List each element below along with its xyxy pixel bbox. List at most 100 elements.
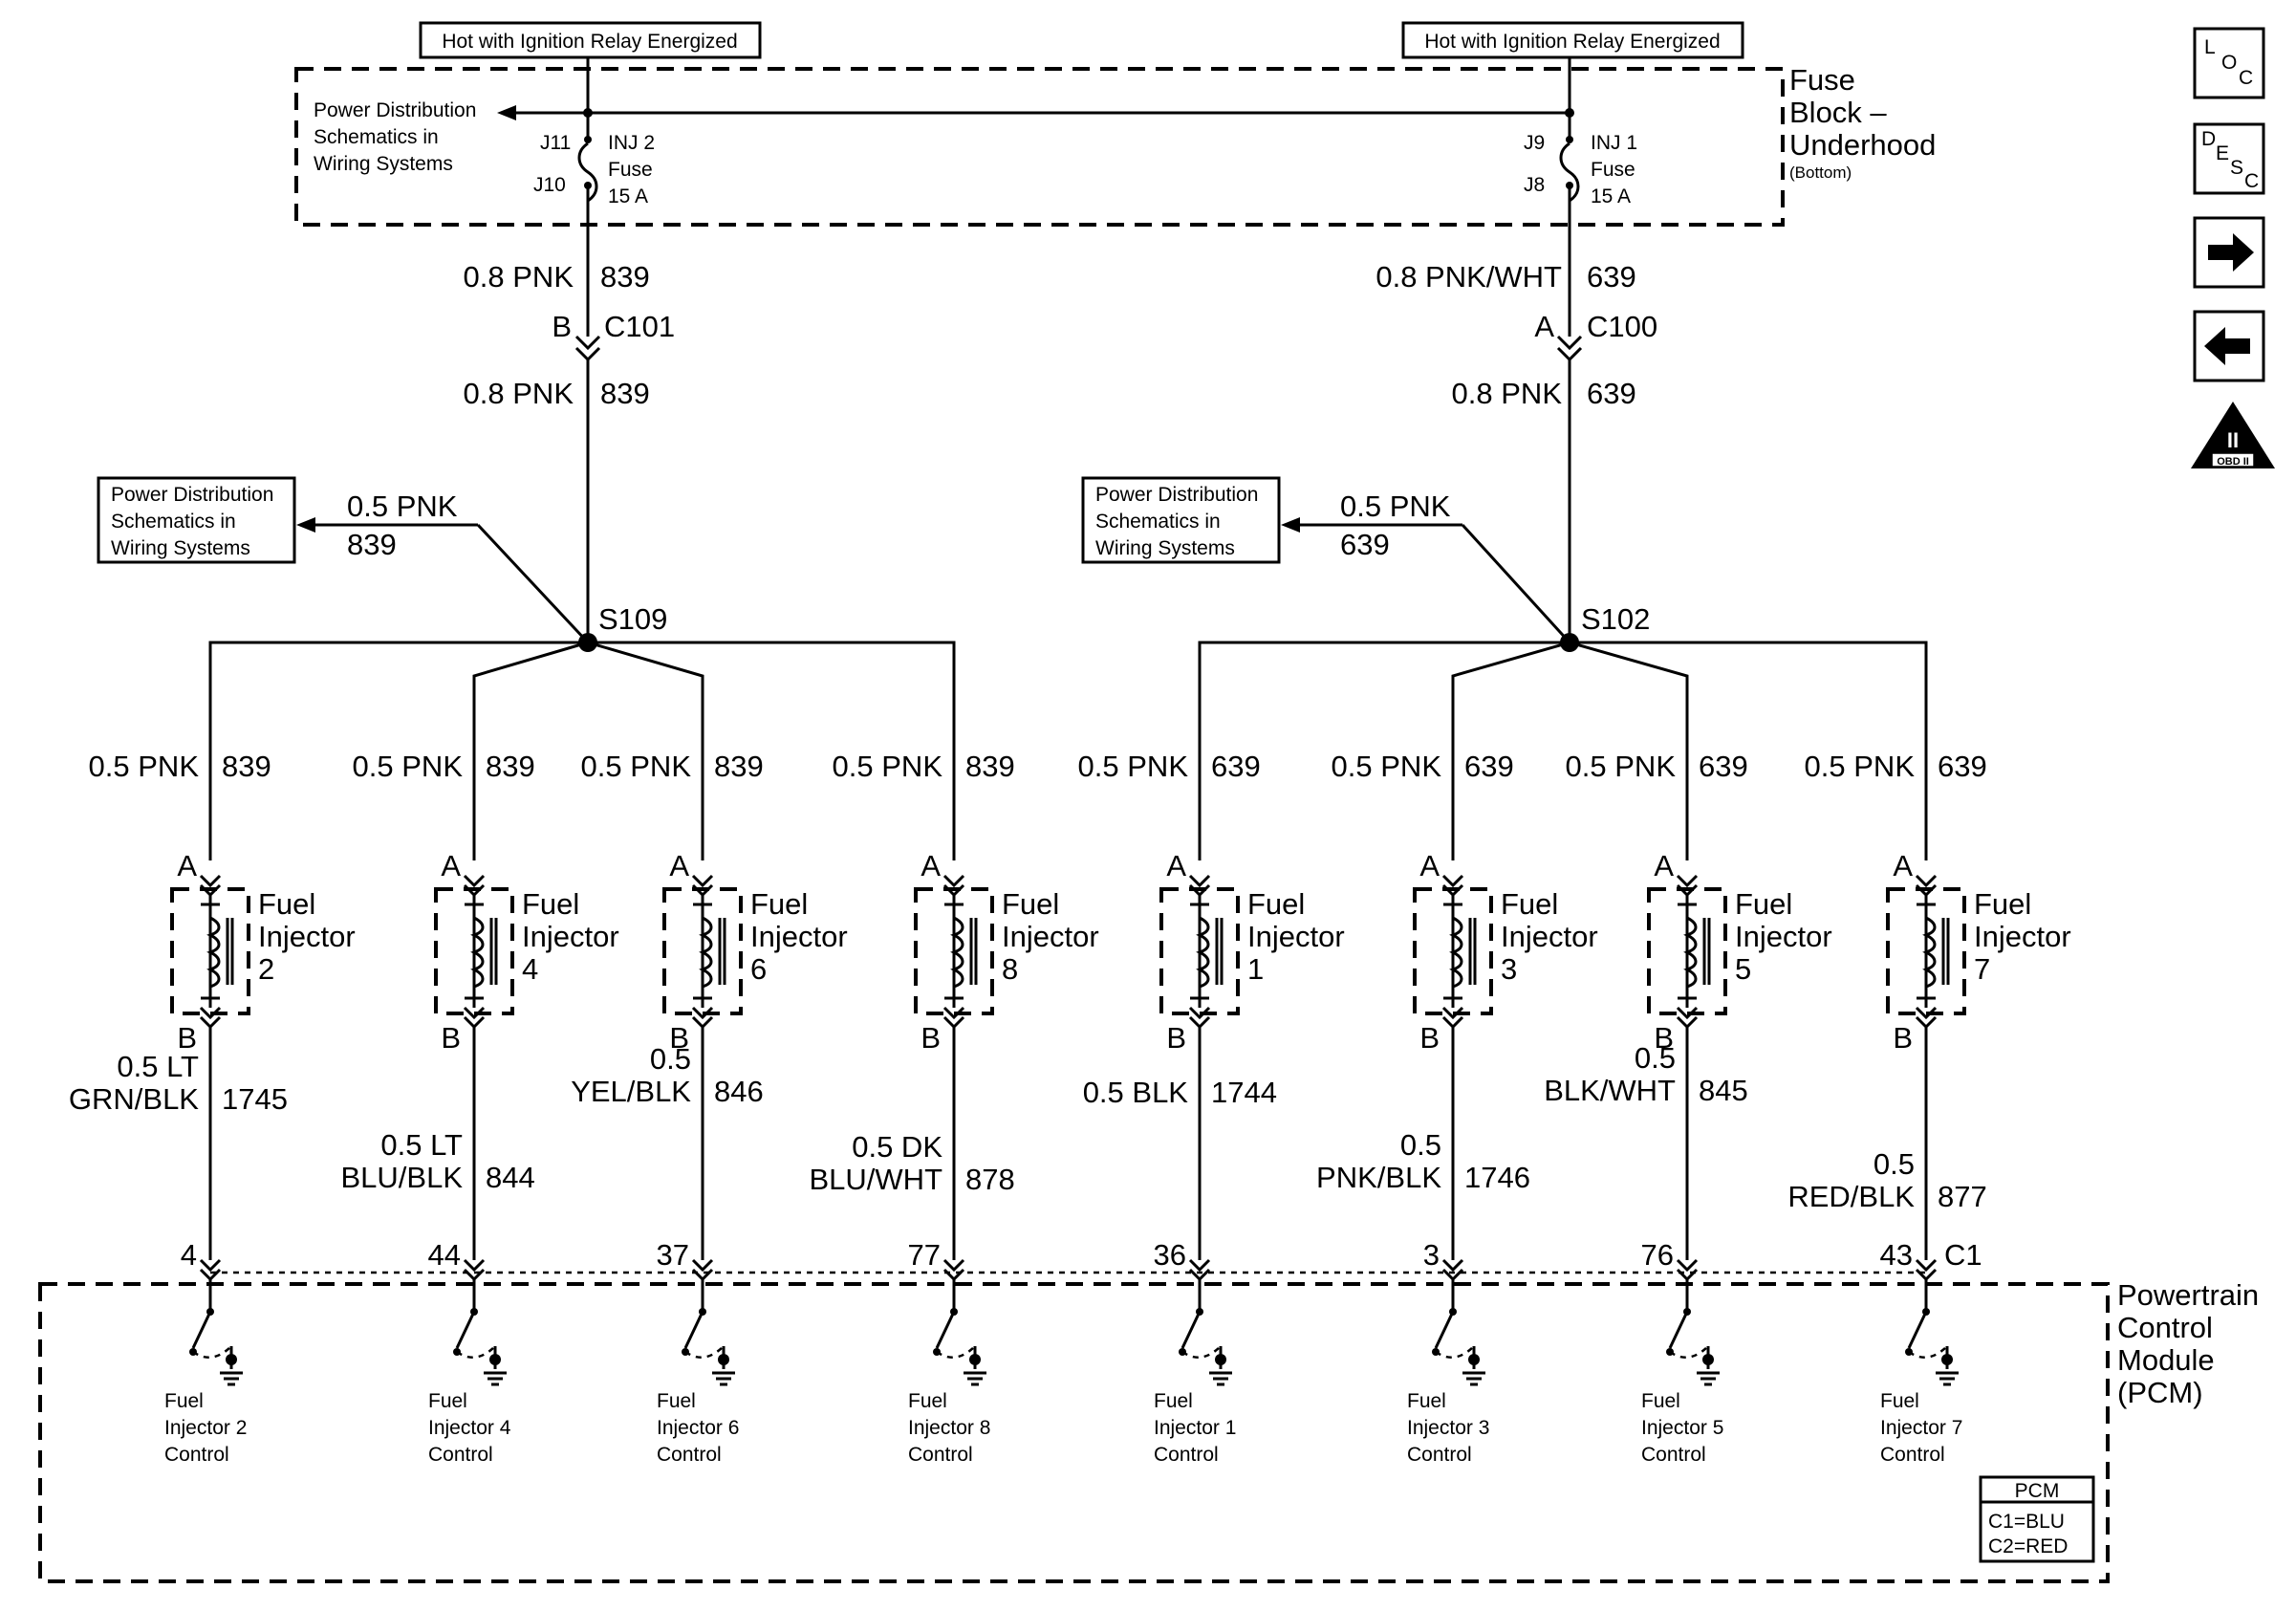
injector-connector-outline — [1159, 887, 1240, 1015]
injector-connector-outline — [1413, 887, 1493, 1015]
svg-text:J10: J10 — [533, 174, 566, 196]
supply-wire-label: 0.5 PNK — [1078, 750, 1189, 783]
pin-b-label: B — [669, 1021, 689, 1055]
output-wire-label-2: 0.5 BLK — [1083, 1076, 1189, 1109]
coil-icon — [699, 916, 713, 989]
control-label-2: Injector 3 — [1407, 1417, 1489, 1439]
supply-circuit-label: 639 — [1699, 750, 1748, 783]
fuse-block-subtitle: (Bottom) — [1789, 163, 1852, 182]
control-label-1: Fuel — [1641, 1390, 1680, 1412]
next-page-button[interactable] — [2193, 216, 2265, 289]
svg-text:15 A: 15 A — [1591, 185, 1631, 207]
arrow-left-icon — [497, 105, 516, 120]
supply-circuit-label: 639 — [1211, 750, 1261, 783]
pin-b-label: B — [1419, 1021, 1440, 1055]
pcm-title-2: Control — [2117, 1311, 2213, 1344]
svg-text:A: A — [1534, 310, 1554, 343]
previous-page-button[interactable] — [2193, 310, 2265, 382]
svg-text:J9: J9 — [1524, 132, 1545, 154]
output-circuit-label: 1745 — [222, 1082, 288, 1116]
injector-number: 5 — [1735, 952, 1751, 986]
pd-text-3: Wiring Systems — [314, 153, 453, 175]
injector-name-1: Fuel — [1735, 887, 1792, 921]
fuse-block-title-2: Block – — [1789, 96, 1887, 129]
injector-connector-outline — [914, 887, 994, 1015]
pcm-pin-label: 3 — [1423, 1238, 1440, 1272]
svg-text:639: 639 — [1587, 260, 1636, 294]
svg-text:INJ 1: INJ 1 — [1591, 132, 1637, 154]
driver-switch-icon — [1666, 1279, 1720, 1386]
output-wire-label-1: 0.5 — [1400, 1128, 1441, 1162]
injector-number: 3 — [1501, 952, 1517, 986]
pcm-pin-label: 37 — [657, 1238, 689, 1272]
svg-text:Power Distribution: Power Distribution — [111, 484, 273, 506]
control-label-2: Injector 5 — [1641, 1417, 1723, 1439]
driver-switch-icon — [682, 1279, 735, 1386]
injector-number: 1 — [1247, 952, 1264, 986]
pcm-pin-label: 36 — [1154, 1238, 1186, 1272]
pin-a-label: A — [441, 849, 461, 882]
relay-label-right: Hot with Ignition Relay Energized — [1401, 21, 1744, 59]
injector-name-2: Injector — [1735, 920, 1832, 953]
location-button[interactable]: L O C — [2193, 27, 2265, 99]
output-wire-label-2: PNK/BLK — [1316, 1161, 1441, 1194]
injector-name-2: Injector — [750, 920, 848, 953]
description-button[interactable]: D E S C — [2193, 122, 2265, 195]
svg-text:0.8 PNK: 0.8 PNK — [1452, 377, 1563, 410]
relay-label-left: Hot with Ignition Relay Energized — [419, 21, 762, 59]
coil-icon — [1196, 916, 1210, 989]
pcm-title-1: Powertrain — [2117, 1278, 2259, 1312]
output-circuit-label: 846 — [714, 1075, 764, 1108]
svg-text:Schematics in: Schematics in — [111, 511, 236, 533]
svg-text:S102: S102 — [1581, 602, 1650, 636]
svg-text:II: II — [2227, 428, 2239, 452]
coil-icon — [206, 916, 221, 989]
control-label-1: Fuel — [1154, 1390, 1193, 1412]
fuse-block-outline — [294, 67, 1785, 227]
output-circuit-label: 844 — [486, 1161, 535, 1194]
control-label-1: Fuel — [164, 1390, 204, 1412]
driver-switch-icon — [453, 1279, 507, 1386]
supply-wire-label: 0.5 PNK — [1805, 750, 1916, 783]
svg-text:B: B — [552, 310, 572, 343]
svg-text:S109: S109 — [598, 602, 667, 636]
pin-a-label: A — [1166, 849, 1186, 882]
supply-circuit-label: 839 — [486, 750, 535, 783]
coil-icon — [1449, 916, 1463, 989]
supply-wire-label: 0.5 PNK — [353, 750, 464, 783]
pcm-pin-label: 44 — [428, 1238, 461, 1272]
svg-text:Hot with Ignition Relay Energi: Hot with Ignition Relay Energized — [1424, 31, 1720, 53]
control-label-1: Fuel — [908, 1390, 947, 1412]
svg-text:0.8 PNK/WHT: 0.8 PNK/WHT — [1375, 260, 1562, 294]
output-wire-label-1: 0.5 — [1635, 1041, 1676, 1075]
injector-name-2: Injector — [1247, 920, 1345, 953]
injector-number: 8 — [1002, 952, 1018, 986]
right-feed: 0.8 PNK/WHT 639 A C100 0.8 PNK 639 S102 … — [1081, 225, 1657, 652]
supply-circuit-label: 839 — [714, 750, 764, 783]
svg-text:S: S — [2230, 157, 2243, 179]
svg-text:0.8 PNK: 0.8 PNK — [464, 377, 574, 410]
driver-switch-icon — [1179, 1279, 1232, 1386]
control-label-2: Injector 1 — [1154, 1417, 1236, 1439]
pcm-pin-label: 4 — [181, 1238, 197, 1272]
driver-switch-icon — [189, 1279, 243, 1386]
control-label-1: Fuel — [428, 1390, 467, 1412]
driver-switch-icon — [1432, 1279, 1485, 1386]
pin-b-label: B — [177, 1021, 197, 1055]
output-circuit-label: 845 — [1699, 1074, 1748, 1107]
control-label-2: Injector 2 — [164, 1417, 247, 1439]
output-circuit-label: 878 — [965, 1163, 1015, 1196]
pcm-legend: PCM C1=BLU C2=RED — [1979, 1475, 2095, 1563]
svg-text:839: 839 — [600, 377, 650, 410]
pcm-pin-label: 43 — [1880, 1238, 1913, 1272]
svg-text:PCM: PCM — [2015, 1480, 2060, 1502]
svg-text:Fuse: Fuse — [1591, 159, 1635, 181]
svg-text:J11: J11 — [540, 132, 571, 154]
branch-s102 — [1198, 641, 1928, 860]
obd-ii-button[interactable]: II OBD II — [2191, 402, 2275, 468]
injector-name-1: Fuel — [1974, 887, 2031, 921]
